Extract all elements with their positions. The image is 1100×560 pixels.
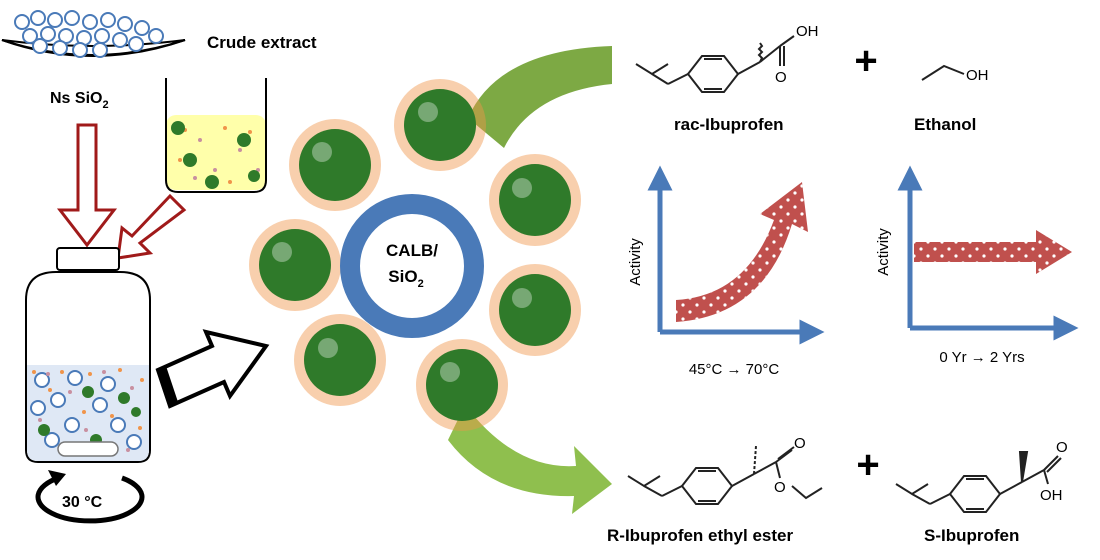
- s-ibuprofen-o: O: [1056, 439, 1068, 456]
- enzyme-corona-bottom: [416, 339, 508, 431]
- enzyme-corona-top-right: [489, 154, 581, 246]
- core-label-line2: SiO2: [388, 267, 423, 290]
- ns-sio2-label: Ns SiO2: [50, 90, 109, 111]
- enzyme-blobs: [171, 121, 260, 189]
- core-label-line1: CALB/: [386, 241, 438, 260]
- silica-core: [340, 194, 484, 338]
- enzyme-corona-top: [394, 79, 486, 171]
- enzyme-cluster: [249, 79, 581, 431]
- enzyme-corona-right: [489, 264, 581, 356]
- chart2-xlabel: 0 Yr → 2 Yrs: [939, 349, 1024, 366]
- chart2-ylabel: Activity: [875, 228, 892, 276]
- plus-top: +: [854, 39, 877, 83]
- temperature-label: 30 °C: [62, 494, 103, 511]
- chart-storage-time: Activity 0 Yr → 2 Yrs: [875, 165, 1079, 366]
- silica-dish: [1, 10, 186, 58]
- r-ibuprofen-ester-label: R-Ibuprofen ethyl ester: [607, 526, 793, 545]
- green-curved-arrow-bottom: [448, 405, 612, 514]
- crude-extract-label: Crude extract: [207, 33, 317, 52]
- rac-ibuprofen-label: rac-Ibuprofen: [674, 115, 784, 134]
- s-ibuprofen-structure: [895, 451, 1062, 513]
- red-outline-arrow-down: [56, 123, 118, 248]
- stir-bar: [57, 441, 119, 457]
- ethanol-oh: OH: [966, 67, 989, 84]
- reaction-bottle: [25, 247, 151, 463]
- enzyme-corona-top-left: [289, 119, 381, 211]
- crude-extract-beaker: [165, 78, 267, 193]
- ester-o-double: O: [794, 435, 806, 452]
- stirring-rotation-arrow: [35, 470, 145, 524]
- red-outline-arrow-diagonal: [116, 193, 187, 260]
- chart1-ylabel: Activity: [627, 238, 644, 286]
- rac-ibuprofen-oh: OH: [796, 23, 819, 40]
- enzyme-corona-bottom-left: [294, 314, 386, 406]
- chart-temperature: Activity 45°C → 70°C: [627, 165, 825, 378]
- black-outline-arrow: [155, 329, 270, 409]
- rac-ibuprofen-o: O: [775, 69, 787, 86]
- ethanol-structure: [921, 64, 965, 81]
- chart1-xlabel: 45°C → 70°C: [689, 361, 780, 378]
- plus-bottom: +: [856, 443, 879, 487]
- ester-o-single: O: [774, 479, 786, 496]
- enzyme-corona-left: [249, 219, 341, 311]
- s-ibuprofen-label: S-Ibuprofen: [924, 526, 1019, 545]
- green-curved-arrow-top: [468, 46, 612, 148]
- ethanol-label: Ethanol: [914, 115, 976, 134]
- r-ibuprofen-ester-structure: [627, 445, 823, 505]
- liquid-particles: [178, 126, 260, 184]
- s-ibuprofen-oh: OH: [1040, 487, 1063, 504]
- rac-ibuprofen-structure: [635, 35, 795, 93]
